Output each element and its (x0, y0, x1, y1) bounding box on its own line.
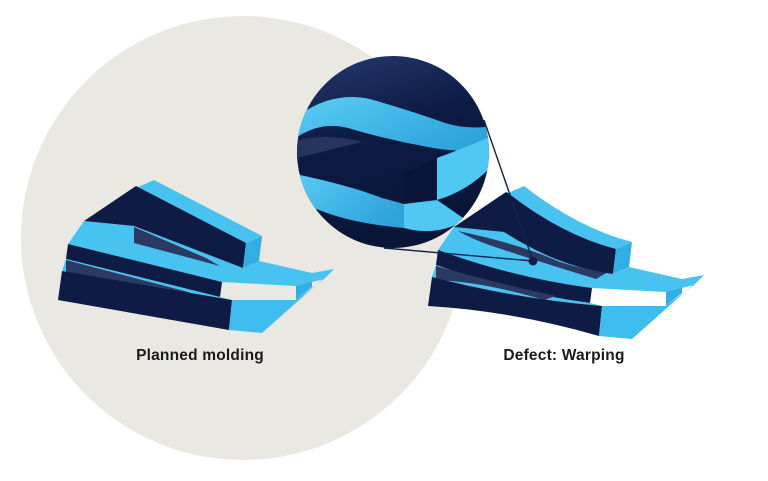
defect-warping-label: Defect: Warping (503, 347, 624, 364)
planned-base-front-face (58, 271, 232, 330)
lens-warped-band-upper (297, 97, 489, 152)
detail-lens (297, 56, 489, 248)
detail-lens-content (297, 97, 489, 232)
planned-middle-step-front-face (66, 244, 222, 297)
warped-base-shadow-band (436, 266, 556, 300)
lens-step-lit-face (437, 136, 489, 200)
planned-rib-top (138, 180, 262, 243)
lens-step-shadow-face (404, 158, 437, 204)
warped-molding-figure (428, 186, 704, 339)
lens-soft-shadow (297, 137, 362, 160)
lens-lower-step-lit-face (404, 200, 466, 232)
planned-rib-end-face (243, 236, 262, 268)
warped-base-lit-face (599, 275, 704, 339)
warped-rib-end-face (613, 242, 632, 274)
planned-molding-figure (58, 180, 334, 333)
planned-rib-front-face (84, 186, 246, 268)
planned-base-top-strip (62, 259, 232, 300)
planned-base-lit-face (229, 269, 334, 333)
callout (383, 119, 538, 266)
planned-middle-step-shadow-band (134, 227, 220, 266)
planned-base-shadow-band (66, 260, 202, 298)
warped-rib-front-face (454, 192, 616, 274)
callout-line-upper (483, 119, 534, 262)
planned-base-ledge-top (296, 269, 334, 286)
callout-dot (528, 256, 538, 266)
warped-middle-step-shadow-band (458, 231, 608, 279)
warped-base-ledge-top (666, 275, 704, 292)
lens-warped-band-lower (297, 173, 404, 228)
callout-line-lower (383, 247, 534, 262)
warped-middle-step-front-face (436, 250, 592, 303)
planned-molding-label: Planned molding (136, 347, 264, 364)
warped-rib-top (508, 186, 632, 249)
warped-base-front-face (428, 277, 602, 336)
